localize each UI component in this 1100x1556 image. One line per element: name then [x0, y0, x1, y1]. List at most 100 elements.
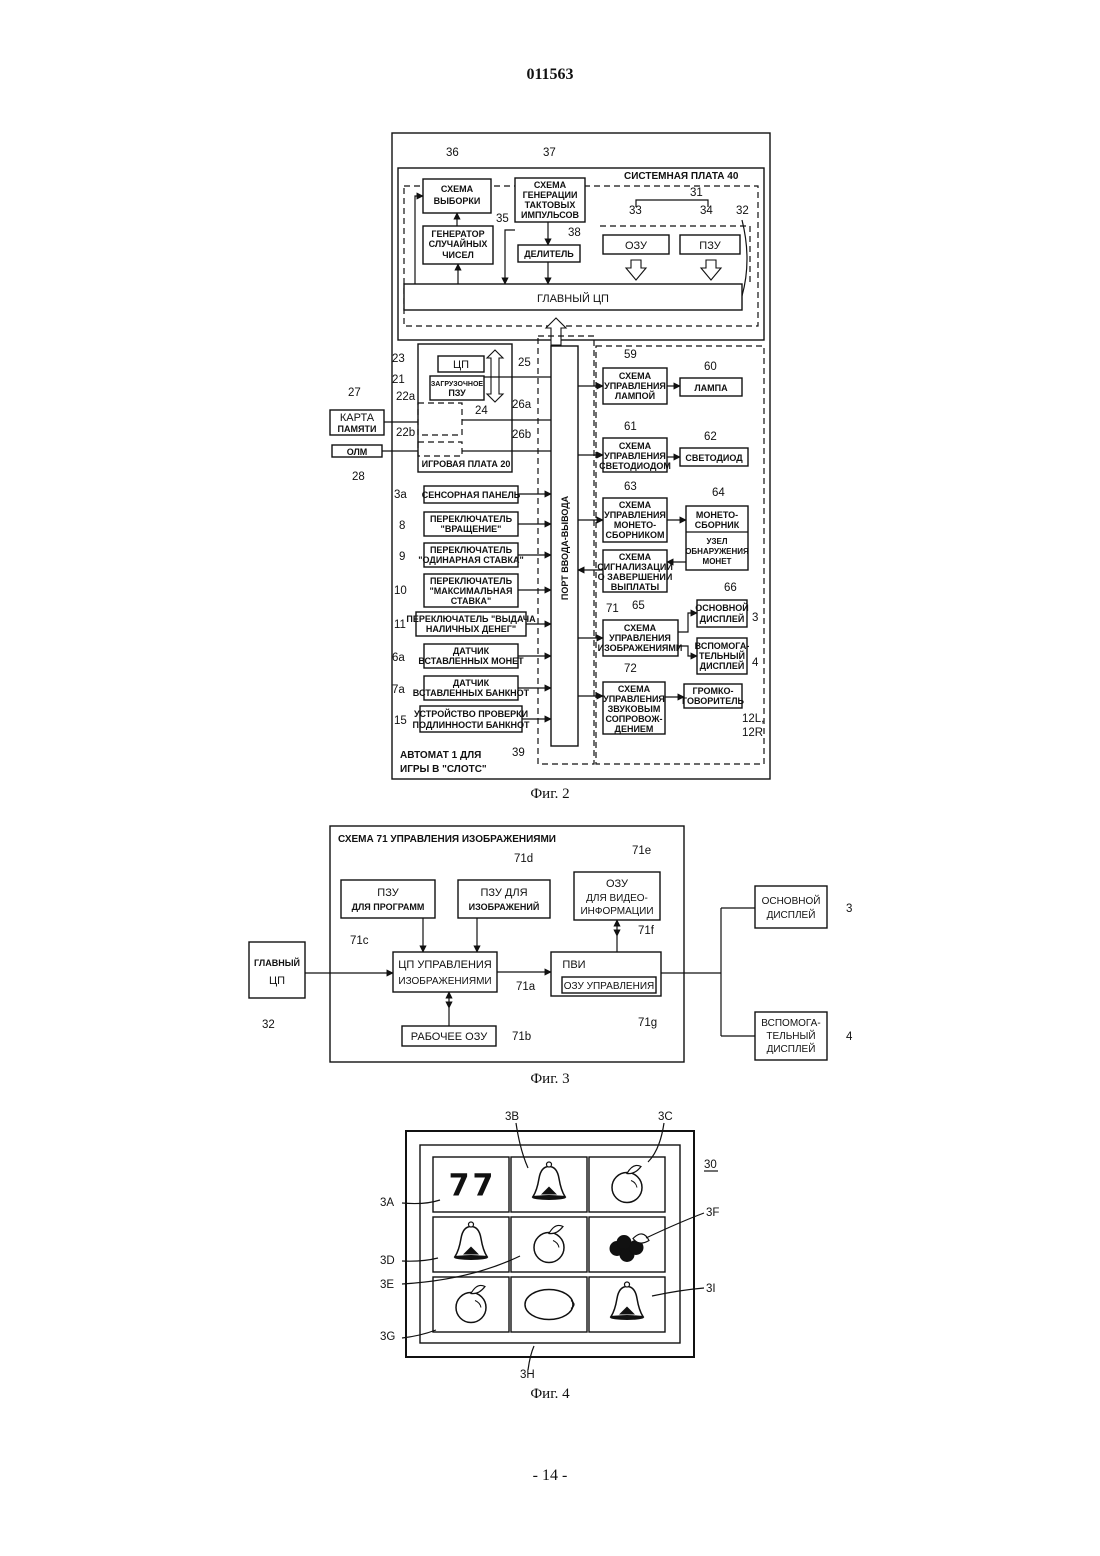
ref-71c: 71c [350, 935, 369, 947]
img-ctrl-label-1: УПРАВЛЕНИЯ [609, 633, 671, 643]
lemon-icon [525, 1290, 574, 1320]
img-ctrl-label-0: СХЕМА [624, 623, 657, 633]
img-rom-label-1: ИЗОБРАЖЕНИЙ [469, 901, 540, 912]
ref-22a: 22a [396, 391, 416, 403]
io-port-label: ПОРТ ВВОДА-ВЫВОДА [560, 495, 570, 600]
sound-ctrl-label-4: ДЕНИЕМ [615, 724, 654, 734]
image-ctrl-outline [330, 826, 684, 1062]
rom-label: ПЗУ [699, 240, 721, 252]
ref-23: 23 [392, 353, 405, 365]
payout-label-0: СХЕМА [619, 552, 652, 562]
ref-71d: 71d [514, 853, 533, 865]
led-ctrl-label-1: УПРАВЛЕНИЯ [604, 451, 666, 461]
reel-cell [511, 1277, 587, 1332]
f3-main-cpu-label-0: ГЛАВНЫЙ [254, 957, 300, 968]
rng-label-2: ЧИСЕЛ [442, 250, 474, 260]
ref-27: 27 [348, 387, 361, 399]
ref-26b: 26b [512, 429, 531, 441]
ref-72: 72 [624, 663, 637, 675]
led-label: СВЕТОДИОД [685, 453, 743, 463]
ref-4: 4 [752, 657, 759, 669]
reel-cell [433, 1277, 509, 1332]
fig3-title: СХЕМА 71 УПРАВЛЕНИЯ ИЗОБРАЖЕНИЯМИ [338, 834, 556, 845]
vdp-label: ПВИ [562, 959, 585, 971]
game-cpu-label: ЦП [453, 359, 469, 371]
ref-71f: 71f [638, 925, 655, 937]
f3-sub-display-label-1: ТЕЛЬНЫЙ [766, 1029, 815, 1042]
single-bet-label-1: "ОДИНАРНАЯ СТАВКА" [418, 555, 523, 565]
max-bet-label-2: СТАВКА" [451, 596, 491, 606]
sub-display-label-0: ВСПОМОГА- [695, 641, 750, 651]
speaker-label-0: ГРОМКО- [693, 686, 734, 696]
sound-ctrl-label-1: УПРАВЛЕНИЯ [603, 694, 665, 704]
ref-12L: 12L, [742, 713, 764, 725]
ref-9: 9 [399, 551, 405, 563]
clock-label-2: ТАКТОВЫХ [525, 200, 576, 210]
figure-4: 7 7 30 3A 3B 3C 3D 3E 3F 3G 3H 3I Фиг. 4 [380, 1111, 719, 1402]
ref-64: 64 [712, 487, 725, 499]
fig3-caption: Фиг. 3 [530, 1071, 569, 1087]
bill-validator-label-0: УСТРОЙСТВО ПРОВЕРКИ [414, 708, 528, 719]
ref-66: 66 [724, 582, 737, 594]
f3-sub-display-label-0: ВСПОМОГА- [761, 1018, 820, 1029]
spin-switch-label-0: ПЕРЕКЛЮЧАТЕЛЬ [430, 514, 513, 524]
max-bet-label-1: "МАКСИМАЛЬНАЯ [430, 586, 513, 596]
main-display-label-1: ДИСПЛЕЙ [700, 613, 745, 624]
ref-36: 36 [446, 147, 459, 159]
divider-label: ДЕЛИТЕЛЬ [524, 249, 574, 259]
ref-10: 10 [394, 585, 407, 597]
boot-rom-label-0: ЗАГРУЗОЧНОЕ [431, 381, 483, 388]
figure-2: СИСТЕМНАЯ ПЛАТА 40 СХЕМА ВЫБОРКИ СХЕМА Г… [330, 133, 770, 802]
f3-main-display-box [755, 886, 827, 928]
ref-3C: 3C [658, 1111, 673, 1123]
img-ctrl-label-2: ИЗОБРАЖЕНИЯМИ [598, 643, 683, 653]
system-board-label: СИСТЕМНАЯ ПЛАТА 40 [624, 171, 739, 182]
rng-label-0: ГЕНЕРАТОР [431, 229, 484, 239]
lamp-ctrl-label-0: СХЕМА [619, 371, 652, 381]
f3-ref-3: 3 [846, 903, 852, 915]
ctrl-ram-label: ОЗУ УПРАВЛЕНИЯ [564, 981, 654, 992]
ref-71b: 71b [512, 1031, 531, 1043]
page-footer: - 14 - [0, 1467, 1100, 1485]
ref-3E: 3E [380, 1279, 394, 1291]
coin-sensor-label-0: ДАТЧИК [453, 646, 490, 656]
ref-37: 37 [543, 147, 556, 159]
ref-63: 63 [624, 481, 637, 493]
ref-3I: 3I [706, 1283, 716, 1295]
prog-rom-label-1: ДЛЯ ПРОГРАММ [352, 902, 425, 912]
sampling-circuit-label-1: ВЫБОРКИ [434, 196, 481, 206]
sub-display-label-1: ТЕЛЬНЫЙ [699, 650, 745, 661]
prog-rom-box [341, 880, 435, 918]
main-display-label-0: ОСНОВНОЙ [695, 602, 748, 613]
ref-3G: 3G [380, 1331, 395, 1343]
machine-label-0: АВТОМАТ 1 ДЛЯ [400, 750, 481, 761]
sampling-circuit-label-0: СХЕМА [441, 184, 474, 194]
reel-cell [589, 1157, 665, 1212]
ref-7a: 7a [392, 684, 405, 696]
img-rom-box [458, 880, 550, 918]
ref-28: 28 [352, 471, 365, 483]
ref-61: 61 [624, 421, 637, 433]
ref-60: 60 [704, 361, 717, 373]
ref-71a: 71a [516, 981, 536, 993]
clock-label-0: СХЕМА [534, 180, 567, 190]
sound-ctrl-label-3: СОПРОВОЖ- [606, 714, 663, 724]
hopper-ctrl-label-2: МОНЕТО- [614, 520, 656, 530]
hopper-ctrl-label-0: СХЕМА [619, 500, 652, 510]
reel-cell [589, 1277, 665, 1332]
f3-main-display-label-1: ДИСПЛЕЙ [767, 908, 816, 921]
ref-15: 15 [394, 715, 407, 727]
fig4-caption: Фиг. 4 [530, 1386, 570, 1402]
vram-label-1: ДЛЯ ВИДЕО- [586, 893, 648, 904]
ref-59: 59 [624, 349, 637, 361]
reel-cell [433, 1217, 509, 1272]
machine-label-1: ИГРЫ В "СЛОТС" [400, 764, 487, 775]
ref-33: 33 [629, 205, 642, 217]
reel-cell [511, 1157, 587, 1212]
f3-ref-4: 4 [846, 1031, 853, 1043]
ref-71e: 71e [632, 845, 651, 857]
touch-panel-label: СЕНСОРНАЯ ПАНЕЛЬ [422, 490, 521, 500]
vram-label-0: ОЗУ [606, 878, 629, 890]
hopper-label-1: СБОРНИК [695, 520, 740, 530]
